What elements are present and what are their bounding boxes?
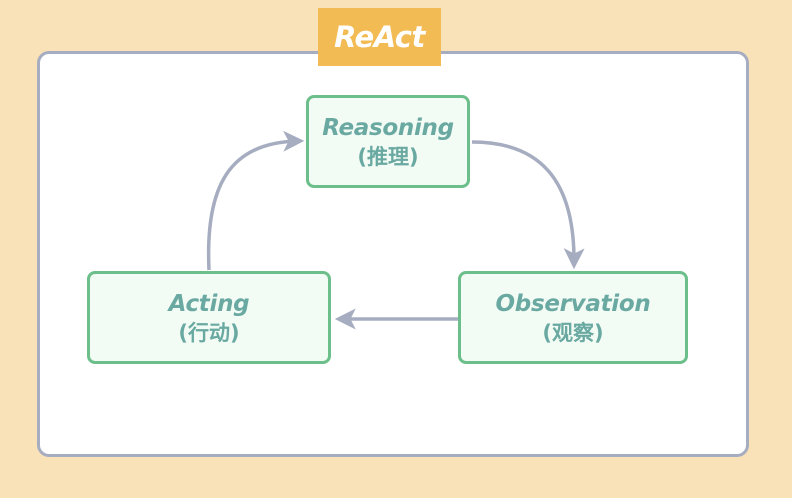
acting-node: Acting (行动) — [87, 271, 331, 364]
reasoning-label: Reasoning — [322, 114, 454, 141]
diagram-title: ReAct — [318, 8, 441, 66]
observation-sublabel: (观察) — [542, 320, 604, 345]
arrow-reasoning-to-observation — [471, 140, 585, 270]
acting-label: Acting — [168, 290, 250, 317]
reasoning-sublabel: (推理) — [357, 144, 419, 169]
observation-label: Observation — [495, 290, 651, 317]
arrow-acting-to-reasoning — [206, 130, 305, 271]
acting-sublabel: (行动) — [178, 320, 240, 345]
observation-node: Observation (观察) — [458, 271, 688, 364]
reasoning-node: Reasoning (推理) — [306, 95, 470, 188]
